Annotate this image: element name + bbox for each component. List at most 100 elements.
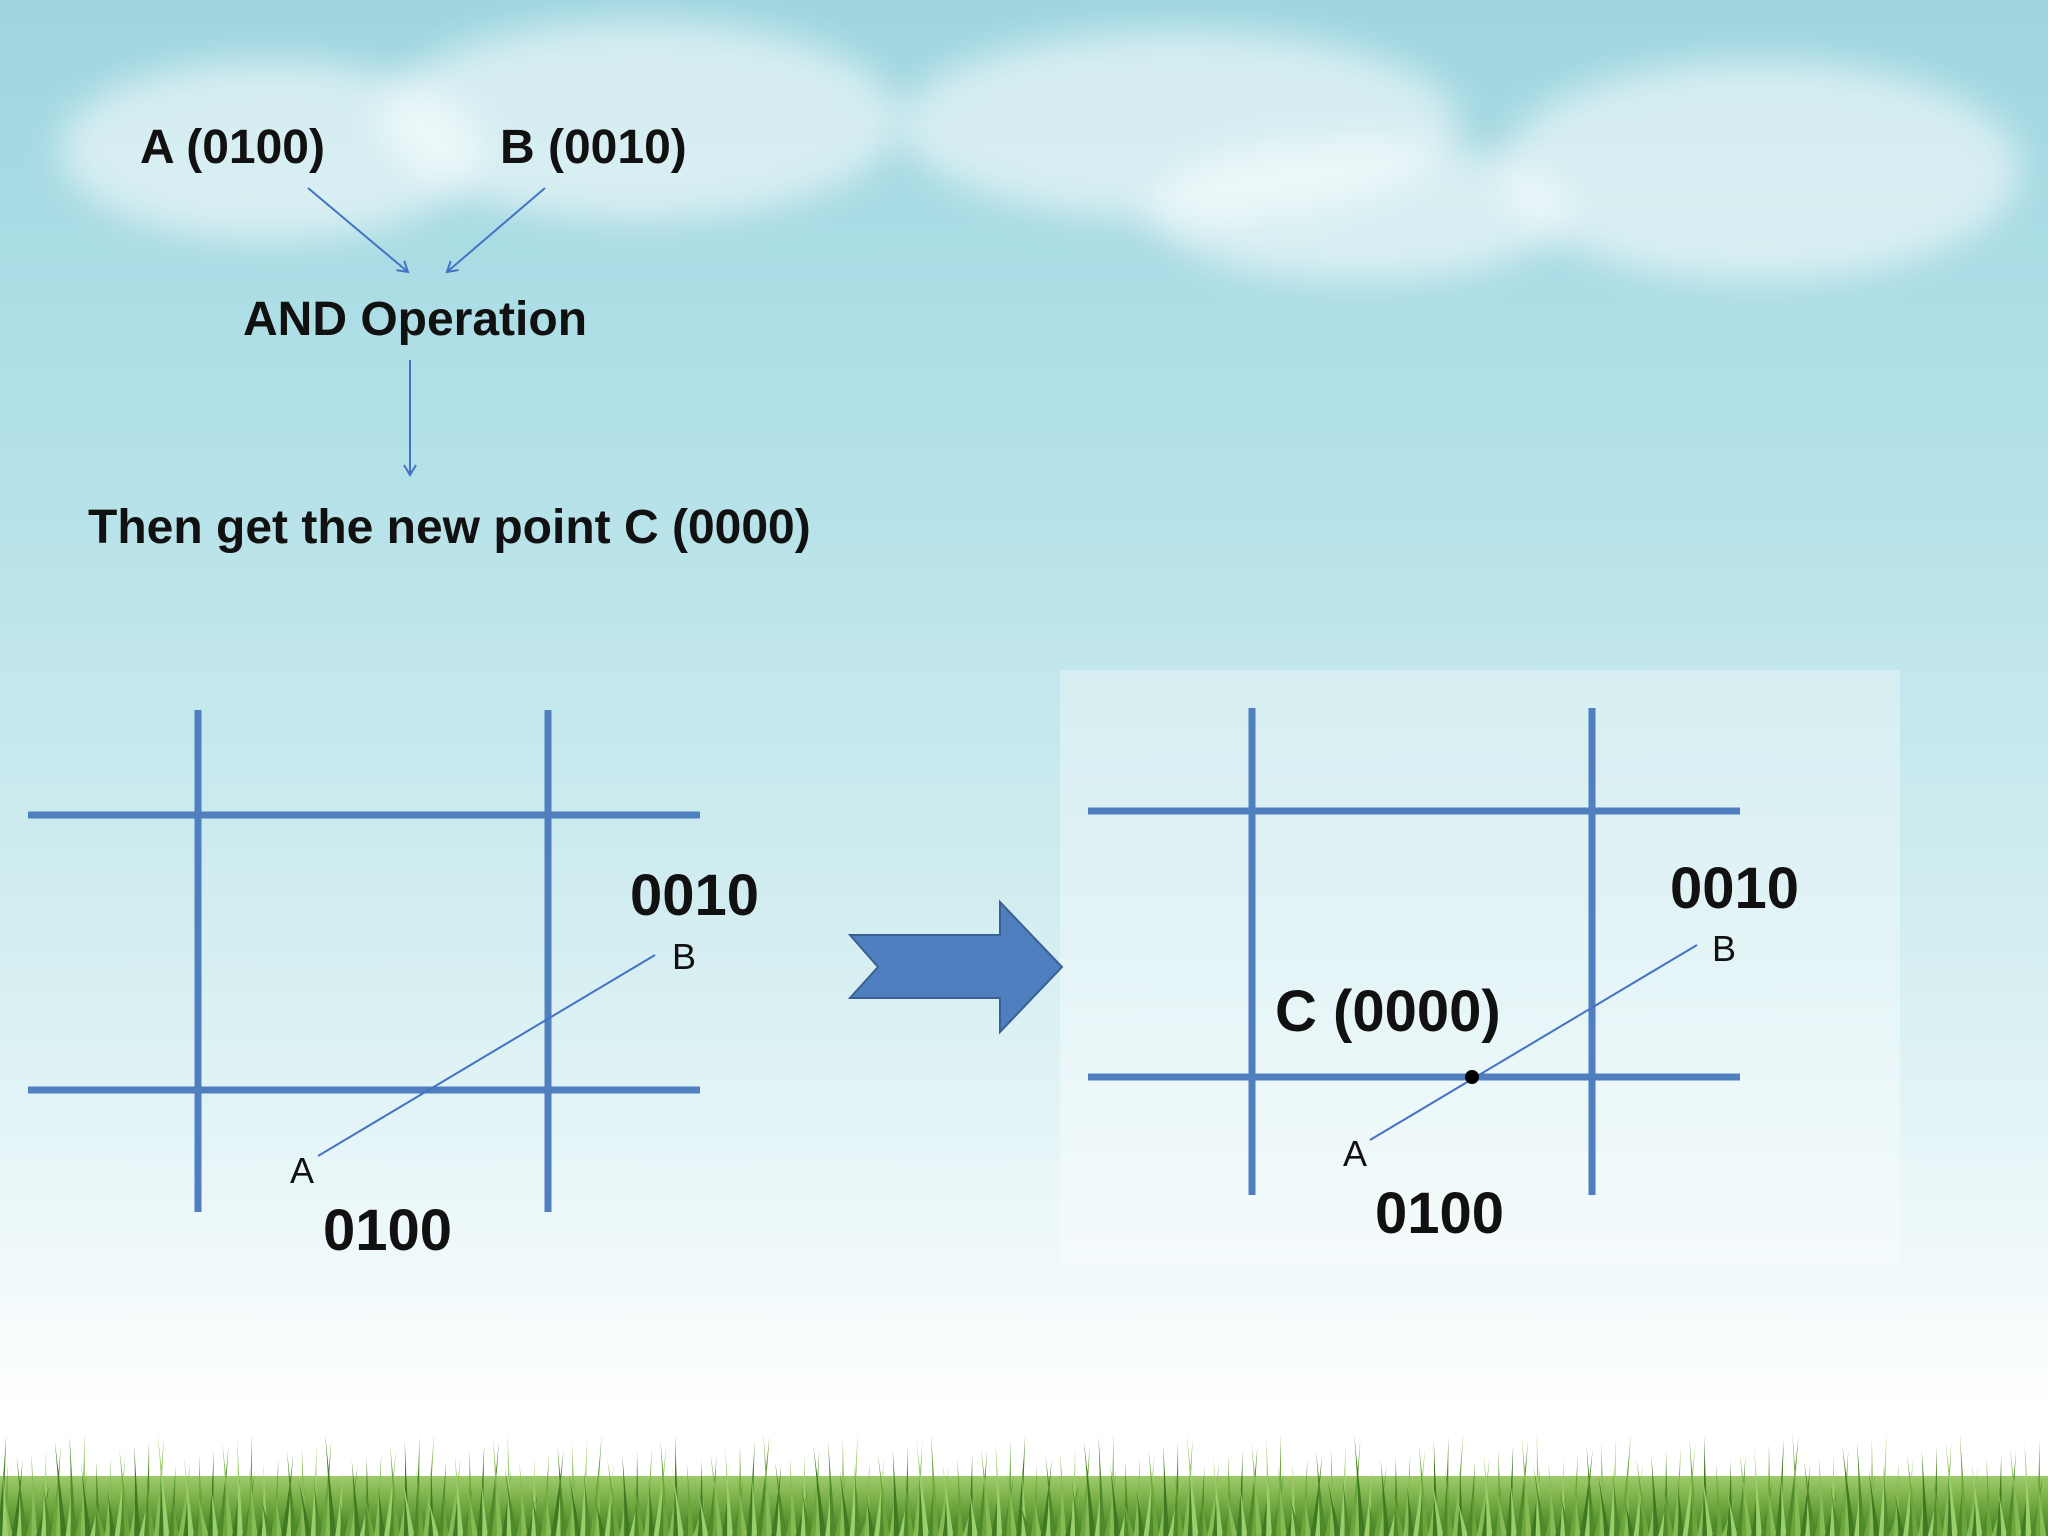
grass-blade [1476, 1457, 1490, 1536]
grass-blade [595, 1500, 606, 1536]
grass-blade [771, 1465, 782, 1536]
grass-blade [1800, 1465, 1811, 1536]
grass-blade [622, 1455, 631, 1536]
grass-blade [178, 1462, 191, 1536]
grass-blade [1618, 1434, 1631, 1536]
grass-blade [1148, 1449, 1160, 1536]
left-point-b: B [672, 936, 697, 977]
grass-blade [1516, 1441, 1528, 1536]
grass-blade [11, 1460, 23, 1536]
grass-blade [413, 1436, 420, 1536]
right-grid [1088, 708, 1740, 1195]
grass-blade [801, 1486, 812, 1536]
grass-blade [442, 1494, 449, 1536]
grass-blade [1520, 1474, 1527, 1536]
grass-blade [930, 1434, 939, 1536]
grass-blade [1818, 1457, 1826, 1536]
grass-blade [1349, 1439, 1361, 1536]
grass-blade [1804, 1461, 1816, 1536]
grass-blade [1598, 1475, 1611, 1536]
grass-blade [50, 1444, 61, 1536]
grass-blade [1021, 1468, 1028, 1536]
grass-blade [1751, 1485, 1758, 1536]
grass-blade [351, 1460, 361, 1536]
grass-blade [1033, 1497, 1042, 1536]
grass-blade [1045, 1456, 1057, 1536]
grass-blade [1574, 1487, 1581, 1536]
grass-blade [995, 1443, 1003, 1536]
grass-blade [1373, 1464, 1387, 1536]
grass-blade [325, 1472, 332, 1536]
grass-blade [69, 1436, 77, 1536]
grass-blade [2009, 1447, 2022, 1536]
grass-blade [1765, 1477, 1777, 1536]
grass-blade [1739, 1452, 1753, 1536]
grass-blade [1418, 1481, 1424, 1536]
grass-blade [1310, 1455, 1323, 1536]
grass-blade [1079, 1444, 1090, 1536]
grass-blade [1148, 1486, 1155, 1536]
grass-blade [1285, 1500, 1296, 1536]
grass-blade [1883, 1466, 1890, 1536]
grass-blade [1945, 1438, 1959, 1536]
grass-blade [1533, 1466, 1547, 1536]
grass-blade [1316, 1451, 1326, 1536]
grass-blade [363, 1489, 376, 1536]
grass-blade [584, 1471, 591, 1536]
right-diagram-panel [1060, 670, 1900, 1265]
grass-blade [589, 1434, 602, 1536]
grass-blade [937, 1467, 949, 1536]
grass-blade [16, 1456, 28, 1536]
grass-blade [134, 1445, 141, 1536]
grass-blade [763, 1432, 773, 1536]
grass-blade [428, 1498, 440, 1536]
grass-blade [92, 1494, 106, 1536]
grass-blade [1040, 1460, 1052, 1536]
grass-blade [207, 1450, 214, 1536]
grass-blade [237, 1438, 244, 1536]
grass-blade [1839, 1449, 1849, 1536]
grass-blade [1906, 1454, 1919, 1536]
grass-blade [378, 1485, 386, 1536]
grass-blade [1495, 1482, 1508, 1536]
right-segment-ab [1369, 944, 1698, 1141]
grass-blade [825, 1478, 832, 1536]
grass-blade [1213, 1458, 1224, 1536]
grass-blade [550, 1450, 564, 1536]
grass-blade [1854, 1478, 1861, 1536]
left-grid [28, 710, 700, 1212]
grass-blade [1315, 1488, 1322, 1536]
grass-blade [813, 1445, 827, 1536]
grass-blade [545, 1487, 552, 1536]
grass-blade [466, 1482, 479, 1536]
grass-blade [1266, 1438, 1273, 1536]
grass-blade [1895, 1495, 1905, 1536]
grass-blade [1236, 1450, 1243, 1536]
grass-blade [839, 1470, 851, 1536]
grass-blade [1545, 1499, 1552, 1536]
left-code-bottom: 0100 [323, 1198, 453, 1263]
grass-blade [153, 1437, 164, 1536]
grass-blade [969, 1488, 979, 1536]
grass-blade [1060, 1452, 1067, 1536]
grass-blade [340, 1501, 346, 1536]
grass-blade [104, 1457, 111, 1536]
grass-blade [1457, 1498, 1469, 1536]
operation-label: AND Operation [243, 293, 588, 346]
grass-blade [1780, 1473, 1787, 1536]
grass-blade [619, 1492, 626, 1536]
grass-strip [0, 1432, 2048, 1536]
grass-blade [1182, 1437, 1193, 1536]
grass-blade [260, 1496, 273, 1536]
grass-blade [980, 1447, 993, 1536]
grass-blade [1413, 1448, 1426, 1536]
grass-blade [686, 1464, 694, 1536]
grass-blade [1697, 1472, 1708, 1536]
grass-blade [1959, 1434, 1968, 1536]
grass-blade [2036, 1472, 2047, 1536]
grass-blade [210, 1483, 219, 1536]
grass-blade [1483, 1453, 1493, 1536]
grass-blade [928, 1471, 934, 1536]
grass-blade [828, 1441, 836, 1536]
